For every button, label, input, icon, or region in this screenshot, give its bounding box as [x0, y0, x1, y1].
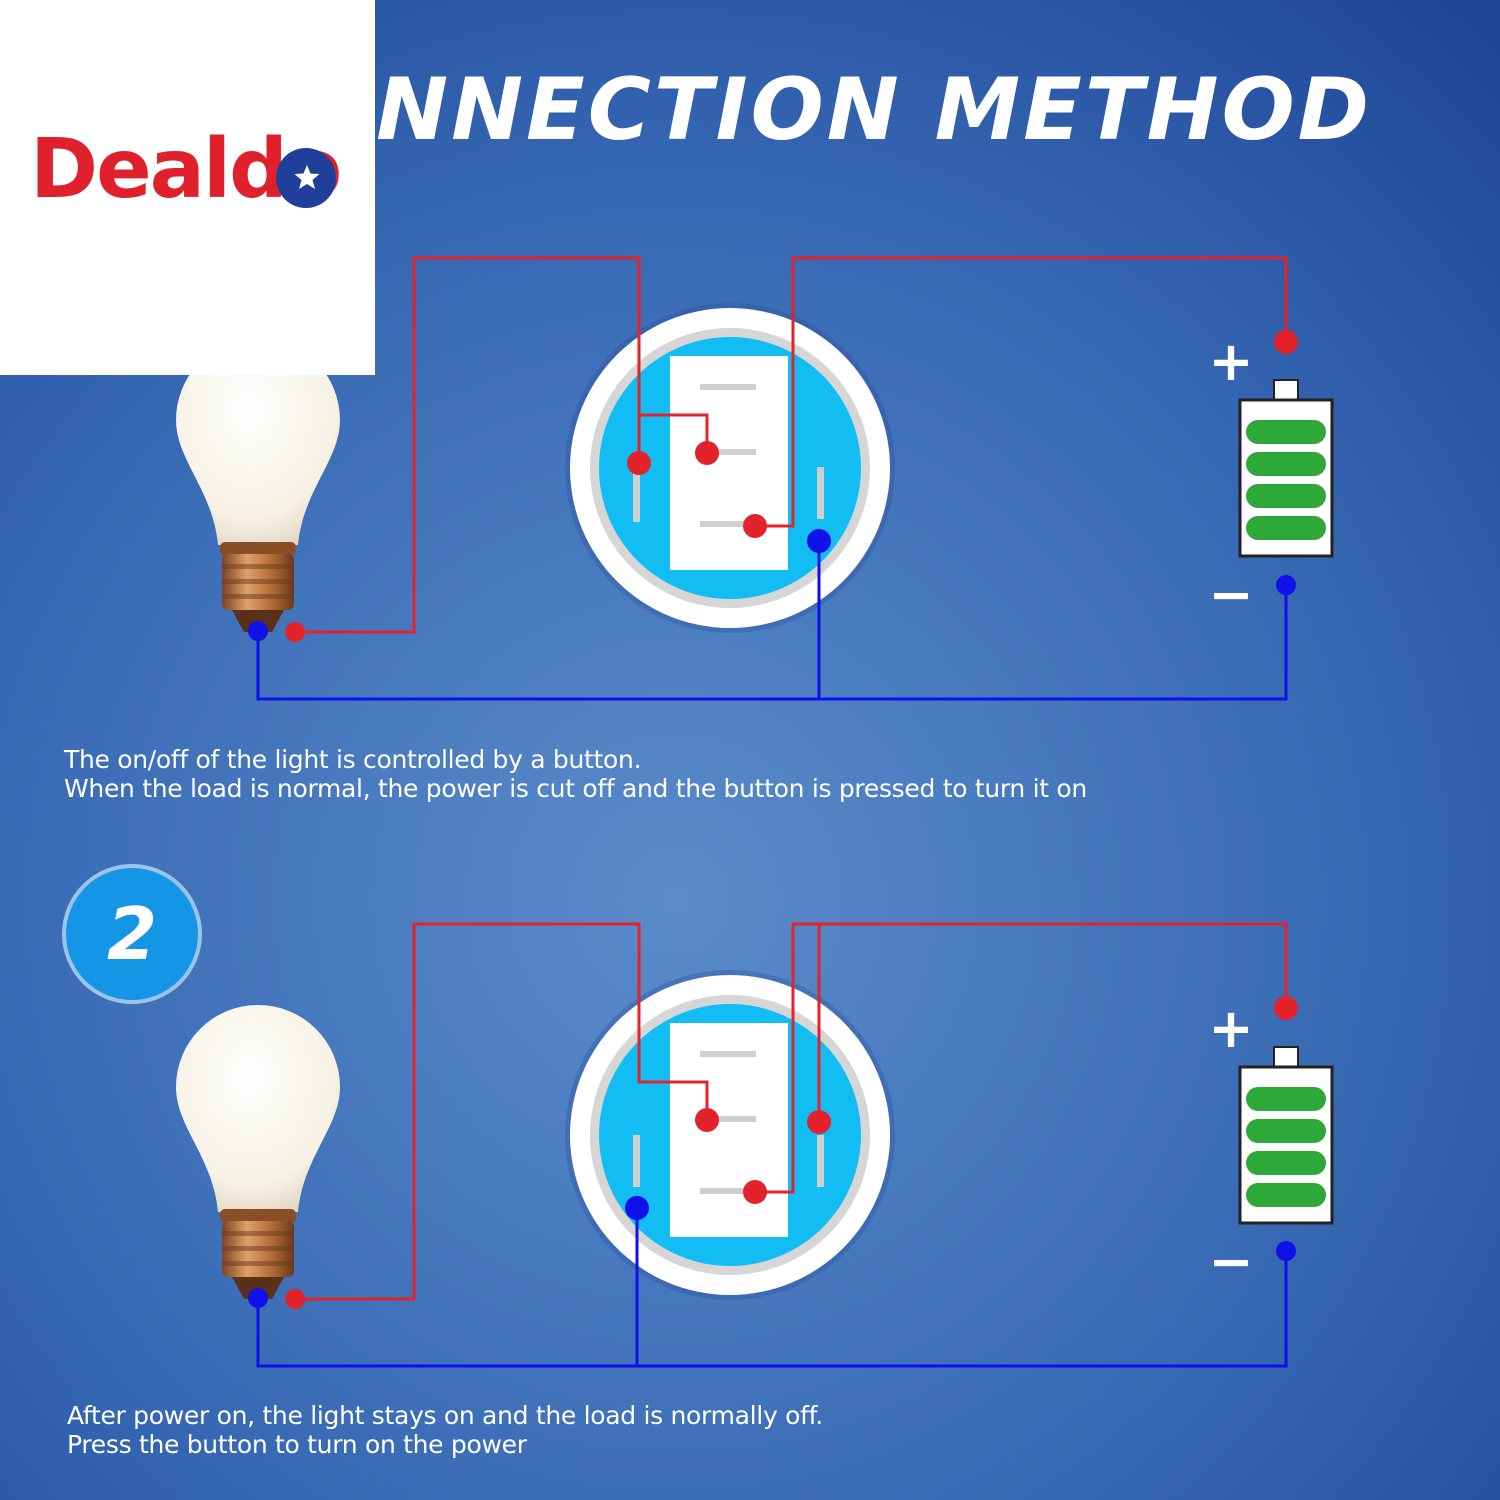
diagram-2-description-line-2: Press the button to turn on the power: [67, 1430, 527, 1459]
negative-terminal-label: −: [1208, 1230, 1253, 1293]
push-button-switch: [565, 970, 895, 1300]
step-number-badge: 2: [62, 864, 202, 1004]
positive-terminal-label: +: [1208, 330, 1253, 393]
battery-icon: [1238, 378, 1334, 558]
brand-logo: Dealdo: [0, 0, 375, 375]
negative-wires: [256, 1208, 1288, 1368]
positive-terminal-label: +: [1208, 997, 1253, 1060]
diagram-1-description-line-1: The on/off of the light is controlled by…: [64, 745, 642, 774]
negative-wires: [256, 541, 1288, 701]
negative-terminal-label: −: [1208, 563, 1253, 626]
circuit-diagram-2: + −: [176, 922, 1334, 1368]
diagram-2-description-line-1: After power on, the light stays on and t…: [67, 1401, 823, 1430]
connection-points: [248, 330, 1298, 642]
page-title: ONNECTION METHOD: [300, 60, 1373, 160]
circuit-diagram-1: + −: [176, 256, 1334, 701]
battery-icon: [1238, 1045, 1334, 1225]
diagram-1-description-line-2: When the load is normal, the power is cu…: [64, 774, 1087, 803]
connection-points: [248, 996, 1298, 1309]
positive-wires: [295, 922, 1288, 1301]
star-icon: [294, 165, 320, 189]
push-button-switch: [565, 303, 895, 633]
